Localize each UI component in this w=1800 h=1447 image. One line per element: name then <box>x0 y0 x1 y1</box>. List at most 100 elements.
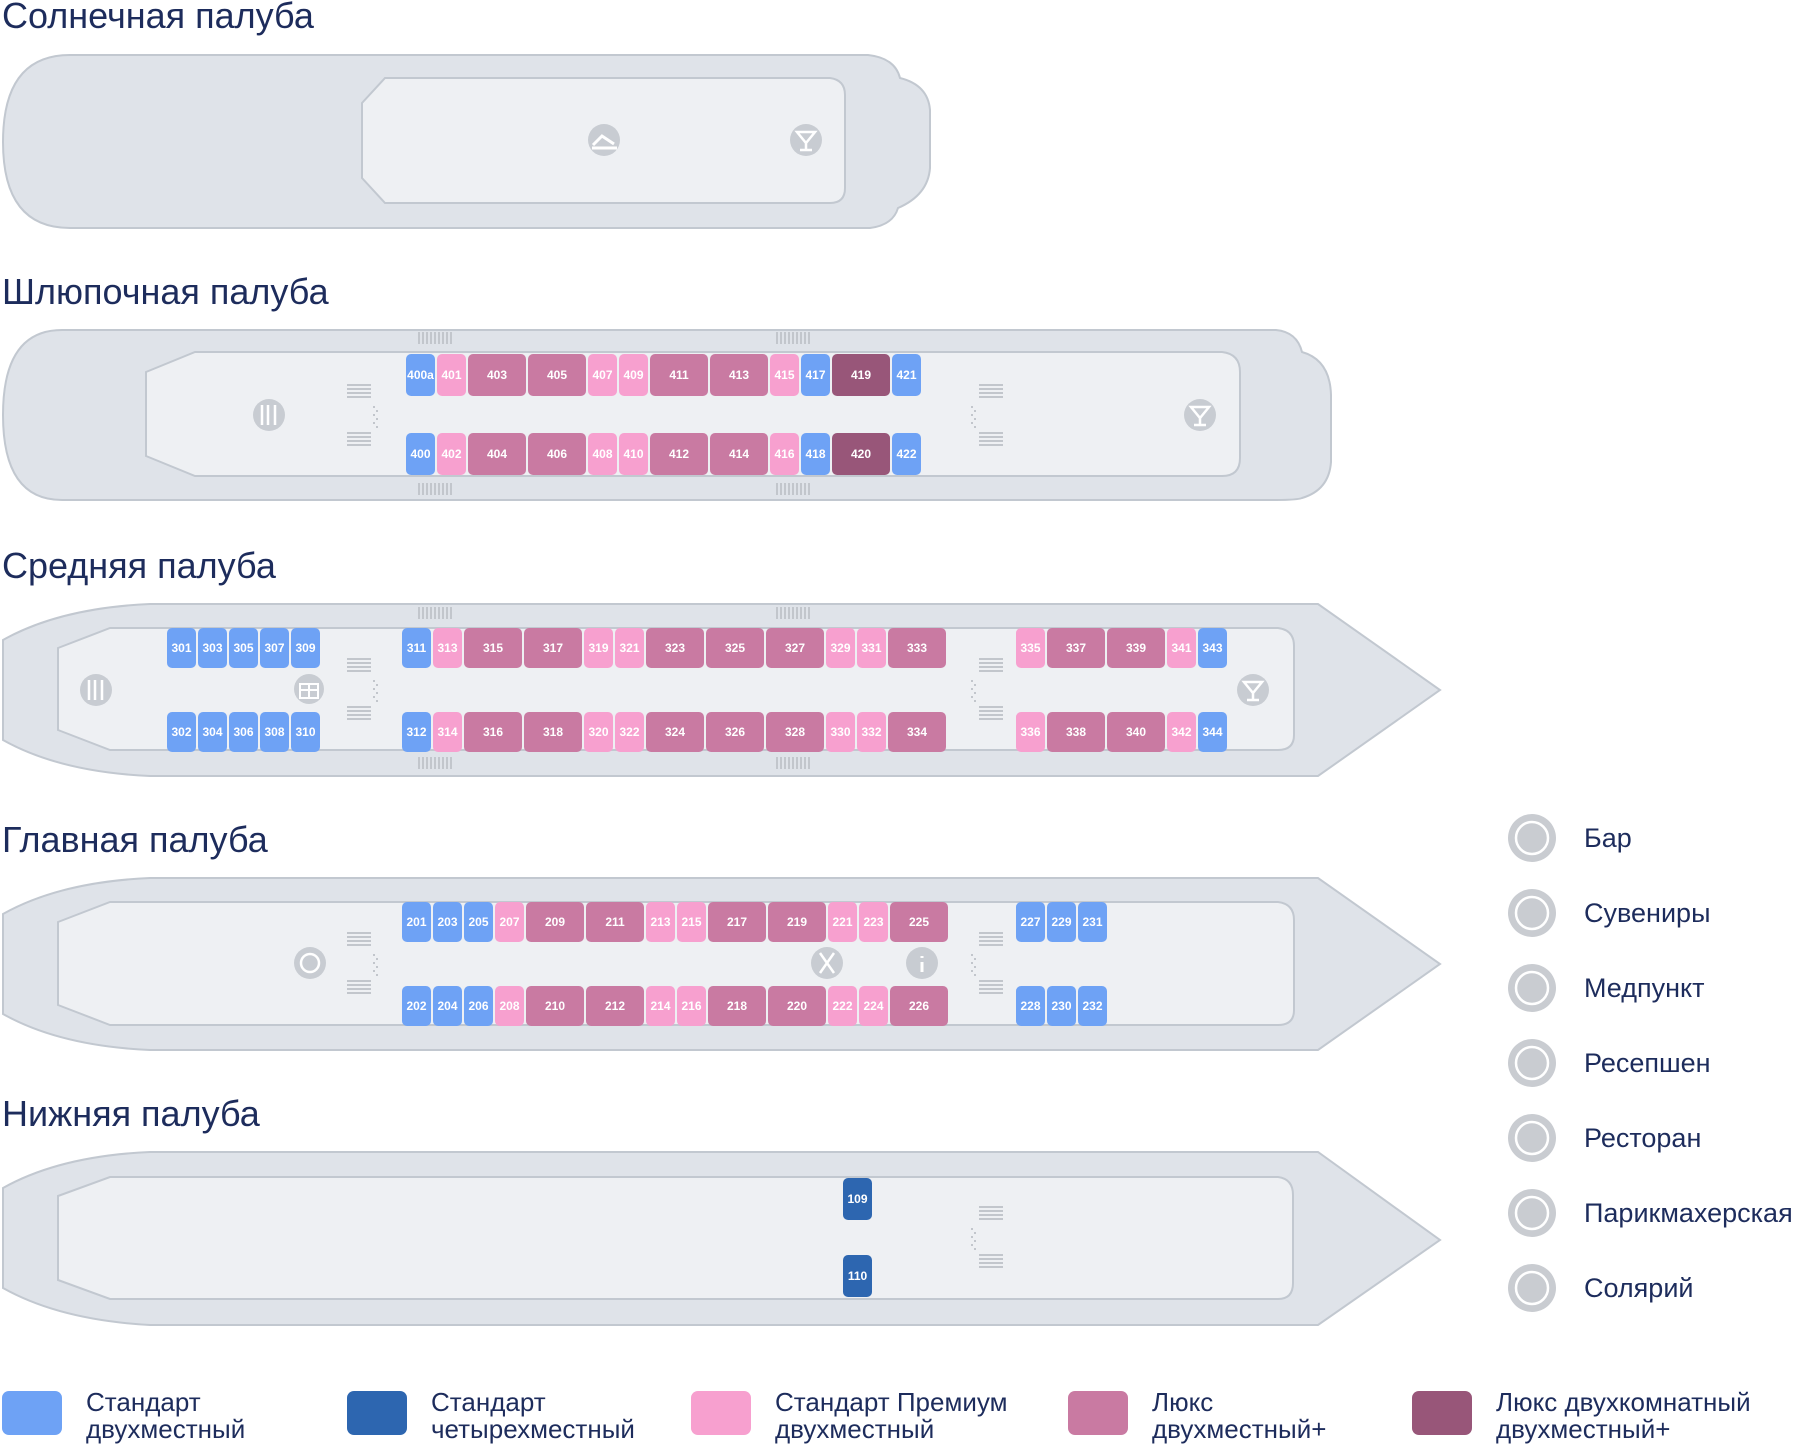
cabin-320[interactable]: 320 <box>584 712 613 752</box>
cabin-207[interactable]: 207 <box>495 902 524 942</box>
cabin-342[interactable]: 342 <box>1167 712 1196 752</box>
restaurant-poi-boat[interactable] <box>253 399 285 431</box>
solarium-poi-sun[interactable] <box>588 124 620 156</box>
cabin-204[interactable]: 204 <box>433 986 462 1026</box>
cabin-400a[interactable]: 400a <box>406 354 435 396</box>
cabin-316[interactable]: 316 <box>464 712 522 752</box>
cabin-344[interactable]: 344 <box>1198 712 1227 752</box>
cabin-228[interactable]: 228 <box>1016 986 1045 1026</box>
cabin-218[interactable]: 218 <box>708 986 766 1026</box>
cabin-343[interactable]: 343 <box>1198 628 1227 668</box>
cabin-326[interactable]: 326 <box>706 712 764 752</box>
cabin-416[interactable]: 416 <box>770 433 799 475</box>
cabin-337[interactable]: 337 <box>1047 628 1105 668</box>
cabin-205[interactable]: 205 <box>464 902 493 942</box>
cabin-217[interactable]: 217 <box>708 902 766 942</box>
cabin-404[interactable]: 404 <box>468 433 526 475</box>
cabin-410[interactable]: 410 <box>619 433 648 475</box>
cabin-331[interactable]: 331 <box>857 628 886 668</box>
reception-poi-main[interactable] <box>906 947 938 979</box>
barber-poi-main[interactable] <box>811 947 843 979</box>
cabin-417[interactable]: 417 <box>801 354 830 396</box>
cabin-322[interactable]: 322 <box>615 712 644 752</box>
bar-poi-sun[interactable] <box>790 124 822 156</box>
cabin-304[interactable]: 304 <box>198 712 227 752</box>
cabin-327[interactable]: 327 <box>766 628 824 668</box>
cabin-202[interactable]: 202 <box>402 986 431 1026</box>
cabin-414[interactable]: 414 <box>710 433 768 475</box>
restaurant-poi-middle[interactable] <box>80 674 112 706</box>
cabin-335[interactable]: 335 <box>1016 628 1045 668</box>
cabin-405[interactable]: 405 <box>528 354 586 396</box>
cabin-305[interactable]: 305 <box>229 628 258 668</box>
cabin-110[interactable]: 110 <box>843 1255 872 1297</box>
cabin-330[interactable]: 330 <box>826 712 855 752</box>
cabin-325[interactable]: 325 <box>706 628 764 668</box>
cabin-420[interactable]: 420 <box>832 433 890 475</box>
cabin-109[interactable]: 109 <box>843 1178 872 1220</box>
bar-poi-boat[interactable] <box>1184 399 1216 431</box>
cabin-329[interactable]: 329 <box>826 628 855 668</box>
cabin-412[interactable]: 412 <box>650 433 708 475</box>
cabin-307[interactable]: 307 <box>260 628 289 668</box>
cabin-230[interactable]: 230 <box>1047 986 1076 1026</box>
cabin-334[interactable]: 334 <box>888 712 946 752</box>
cabin-224[interactable]: 224 <box>859 986 888 1026</box>
cabin-214[interactable]: 214 <box>646 986 675 1026</box>
cabin-401[interactable]: 401 <box>437 354 466 396</box>
cabin-201[interactable]: 201 <box>402 902 431 942</box>
cabin-408[interactable]: 408 <box>588 433 617 475</box>
cabin-209[interactable]: 209 <box>526 902 584 942</box>
cabin-206[interactable]: 206 <box>464 986 493 1026</box>
cabin-310[interactable]: 310 <box>291 712 320 752</box>
cabin-403[interactable]: 403 <box>468 354 526 396</box>
cabin-339[interactable]: 339 <box>1107 628 1165 668</box>
cabin-402[interactable]: 402 <box>437 433 466 475</box>
cabin-213[interactable]: 213 <box>646 902 675 942</box>
cabin-411[interactable]: 411 <box>650 354 708 396</box>
cabin-227[interactable]: 227 <box>1016 902 1045 942</box>
cabin-333[interactable]: 333 <box>888 628 946 668</box>
cabin-419[interactable]: 419 <box>832 354 890 396</box>
cabin-215[interactable]: 215 <box>677 902 706 942</box>
cabin-301[interactable]: 301 <box>167 628 196 668</box>
cabin-313[interactable]: 313 <box>433 628 462 668</box>
cabin-221[interactable]: 221 <box>828 902 857 942</box>
cabin-409[interactable]: 409 <box>619 354 648 396</box>
cabin-421[interactable]: 421 <box>892 354 921 396</box>
cabin-312[interactable]: 312 <box>402 712 431 752</box>
cabin-208[interactable]: 208 <box>495 986 524 1026</box>
cabin-222[interactable]: 222 <box>828 986 857 1026</box>
bar-poi-middle[interactable] <box>1237 674 1269 706</box>
cabin-336[interactable]: 336 <box>1016 712 1045 752</box>
cabin-220[interactable]: 220 <box>768 986 826 1026</box>
cabin-306[interactable]: 306 <box>229 712 258 752</box>
cabin-225[interactable]: 225 <box>890 902 948 942</box>
cabin-406[interactable]: 406 <box>528 433 586 475</box>
cabin-211[interactable]: 211 <box>586 902 644 942</box>
cabin-311[interactable]: 311 <box>402 628 431 668</box>
cabin-321[interactable]: 321 <box>615 628 644 668</box>
cabin-203[interactable]: 203 <box>433 902 462 942</box>
souvenirs-poi-middle[interactable] <box>294 674 324 704</box>
cabin-308[interactable]: 308 <box>260 712 289 752</box>
cabin-216[interactable]: 216 <box>677 986 706 1026</box>
cabin-415[interactable]: 415 <box>770 354 799 396</box>
cabin-340[interactable]: 340 <box>1107 712 1165 752</box>
cabin-422[interactable]: 422 <box>892 433 921 475</box>
cabin-341[interactable]: 341 <box>1167 628 1196 668</box>
cabin-338[interactable]: 338 <box>1047 712 1105 752</box>
cabin-302[interactable]: 302 <box>167 712 196 752</box>
cabin-407[interactable]: 407 <box>588 354 617 396</box>
cabin-328[interactable]: 328 <box>766 712 824 752</box>
cabin-317[interactable]: 317 <box>524 628 582 668</box>
cabin-219[interactable]: 219 <box>768 902 826 942</box>
cabin-323[interactable]: 323 <box>646 628 704 668</box>
medical-poi-main[interactable] <box>294 947 326 979</box>
cabin-226[interactable]: 226 <box>890 986 948 1026</box>
cabin-315[interactable]: 315 <box>464 628 522 668</box>
cabin-413[interactable]: 413 <box>710 354 768 396</box>
cabin-319[interactable]: 319 <box>584 628 613 668</box>
cabin-232[interactable]: 232 <box>1078 986 1107 1026</box>
cabin-303[interactable]: 303 <box>198 628 227 668</box>
